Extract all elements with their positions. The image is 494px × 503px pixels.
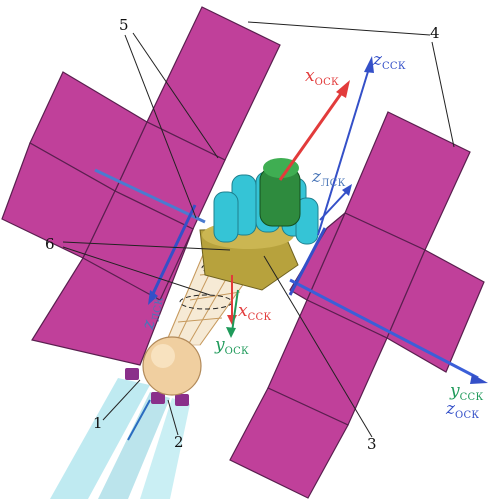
solar-wing-right (229, 111, 485, 499)
truss-line (164, 249, 206, 346)
propellant-sphere (142, 336, 202, 396)
panel-right-outer (386, 249, 485, 373)
axis-y-ssk-arrow (470, 374, 488, 384)
leader-5b (132, 32, 219, 159)
axis-z-ssk-top-arrow (364, 56, 374, 73)
axis-z-ssk-top (317, 64, 371, 236)
label-x-osk: xОСК (305, 66, 339, 88)
label-x-ssk: xССК (238, 301, 272, 323)
plume-right (140, 398, 190, 499)
axis-z-lsk-top (319, 189, 349, 221)
axis-x-osk (278, 87, 347, 181)
leader-lines (62, 21, 455, 438)
boom-vertical-right (288, 227, 327, 296)
label-z-lsk-top: zЛСК (311, 167, 346, 189)
spacecraft-body (199, 158, 319, 291)
callout-4: 4 (430, 24, 440, 42)
boom-left (94, 168, 206, 224)
callout-6: 6 (45, 235, 55, 253)
nozzle-left (125, 368, 139, 380)
label-y-osk: yОСК (214, 335, 249, 357)
plume-streak (127, 399, 151, 441)
leader-6b (62, 246, 211, 296)
axis-x-ssk-arrow (227, 315, 237, 325)
leader-4a (247, 21, 431, 36)
callout-3: 3 (367, 435, 377, 453)
leader-6a (62, 241, 231, 251)
panel-right-bottom (229, 387, 349, 499)
leader-1 (102, 379, 141, 421)
nozzle-right (175, 394, 189, 406)
coordinate-axes (148, 56, 488, 384)
plume-left (50, 378, 150, 499)
axis-x-osk-arrow (336, 80, 350, 98)
sphere-highlight (151, 344, 175, 368)
leader-5a (124, 34, 197, 219)
axis-z-lsk-left-arrow (148, 290, 158, 305)
tank-4 (213, 191, 239, 243)
truss-line (177, 317, 223, 323)
leader-3 (263, 255, 373, 438)
label-z-lsk-left: zЛСК (138, 294, 166, 332)
axis-y-osk (231, 289, 239, 333)
callout-5: 5 (119, 16, 129, 34)
solar-wing-left (1, 6, 281, 366)
thruster-plumes (50, 378, 190, 499)
core-top (263, 158, 299, 178)
leader-2 (167, 399, 179, 436)
boom-vertical-left (148, 204, 197, 301)
label-z-ssk-top: zССК (372, 50, 406, 72)
boom-right (289, 278, 479, 380)
axis-z-lsk-top-arrow (342, 184, 352, 196)
callout-1: 1 (93, 414, 103, 432)
callout-numbers: 5 4 6 1 2 3 (45, 16, 440, 453)
label-z-osk: zОСК (445, 399, 479, 421)
plume-middle (98, 392, 170, 499)
engine-block (125, 336, 202, 406)
booms (94, 168, 479, 380)
axis-labels: xОСК zССК zЛСК zЛСК xССК yОСК yССК zОСК (138, 50, 484, 421)
label-y-ssk: yССК (449, 381, 484, 403)
nozzle-middle (151, 392, 165, 404)
callout-2: 2 (174, 433, 184, 451)
axis-y-osk-arrow (226, 327, 236, 338)
leader-4b (431, 41, 455, 148)
